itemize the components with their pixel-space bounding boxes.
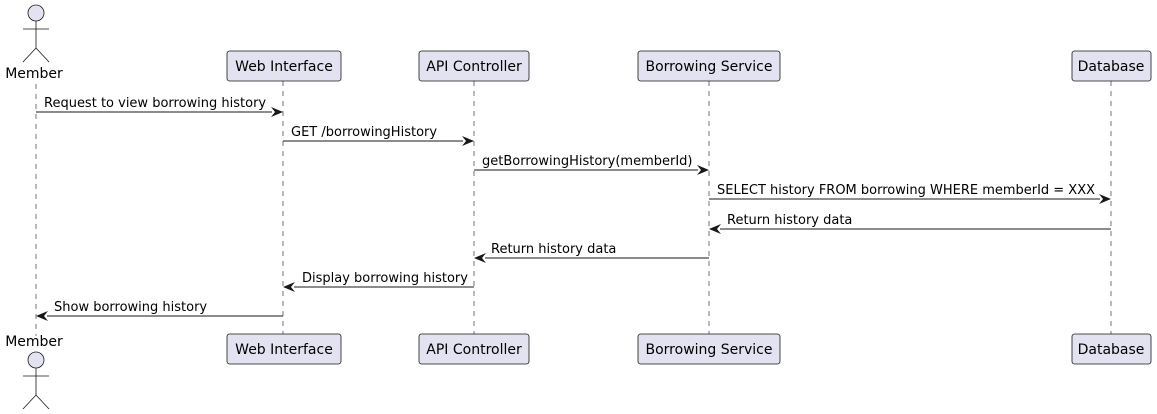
message-label: Return history data xyxy=(727,213,852,228)
message-3: getBorrowingHistory(memberId) xyxy=(474,154,709,175)
message-4: SELECT history FROM borrowing WHERE memb… xyxy=(709,183,1111,204)
participant-label: Database xyxy=(1078,59,1145,75)
participant-web-interface-bottom: Web Interface xyxy=(226,333,342,365)
participant-api-controller-bottom: API Controller xyxy=(418,333,530,365)
message-label: GET /borrowingHistory xyxy=(291,125,437,140)
arrowhead-icon xyxy=(709,224,721,234)
participant-label: Borrowing Service xyxy=(646,59,773,75)
participant-label: Web Interface xyxy=(235,342,333,358)
message-label: Display borrowing history xyxy=(302,271,468,286)
actor-member-bottom: Member xyxy=(5,334,63,410)
participant-label: Web Interface xyxy=(235,59,333,75)
message-6: Return history data xyxy=(474,242,709,263)
message-label: Show borrowing history xyxy=(54,300,207,315)
arrowhead-icon xyxy=(697,165,709,175)
arrowhead-icon xyxy=(1099,194,1111,204)
arrowhead-icon xyxy=(36,311,48,321)
participant-web-interface-top: Web Interface xyxy=(226,50,342,82)
message-2: GET /borrowingHistory xyxy=(283,125,474,146)
participant-label: API Controller xyxy=(426,342,522,358)
arrowhead-icon xyxy=(462,136,474,146)
message-label: Return history data xyxy=(491,242,616,257)
participant-borrowing-service-top: Borrowing Service xyxy=(637,50,781,82)
participant-label: API Controller xyxy=(426,59,522,75)
participant-label: Database xyxy=(1078,342,1145,358)
participant-database-top: Database xyxy=(1071,50,1152,82)
arrowhead-icon xyxy=(271,107,283,117)
actor-head-icon xyxy=(27,351,45,369)
message-label: SELECT history FROM borrowing WHERE memb… xyxy=(717,183,1095,198)
message-7: Display borrowing history xyxy=(283,271,474,292)
message-1: Request to view borrowing history xyxy=(36,96,283,117)
participant-label: Member xyxy=(5,66,63,82)
actor-head-icon xyxy=(27,4,45,22)
participant-label: Member xyxy=(5,334,63,350)
actor-member-top: Member xyxy=(5,4,63,82)
arrowhead-icon xyxy=(283,282,295,292)
message-5: Return history data xyxy=(709,213,1111,234)
arrowhead-icon xyxy=(474,253,486,263)
participant-borrowing-service-bottom: Borrowing Service xyxy=(637,333,781,365)
participant-api-controller-top: API Controller xyxy=(418,50,530,82)
participant-label: Borrowing Service xyxy=(646,342,773,358)
message-label: Request to view borrowing history xyxy=(44,96,266,111)
participant-database-bottom: Database xyxy=(1071,333,1152,365)
message-8: Show borrowing history xyxy=(36,300,283,321)
message-label: getBorrowingHistory(memberId) xyxy=(482,154,692,169)
